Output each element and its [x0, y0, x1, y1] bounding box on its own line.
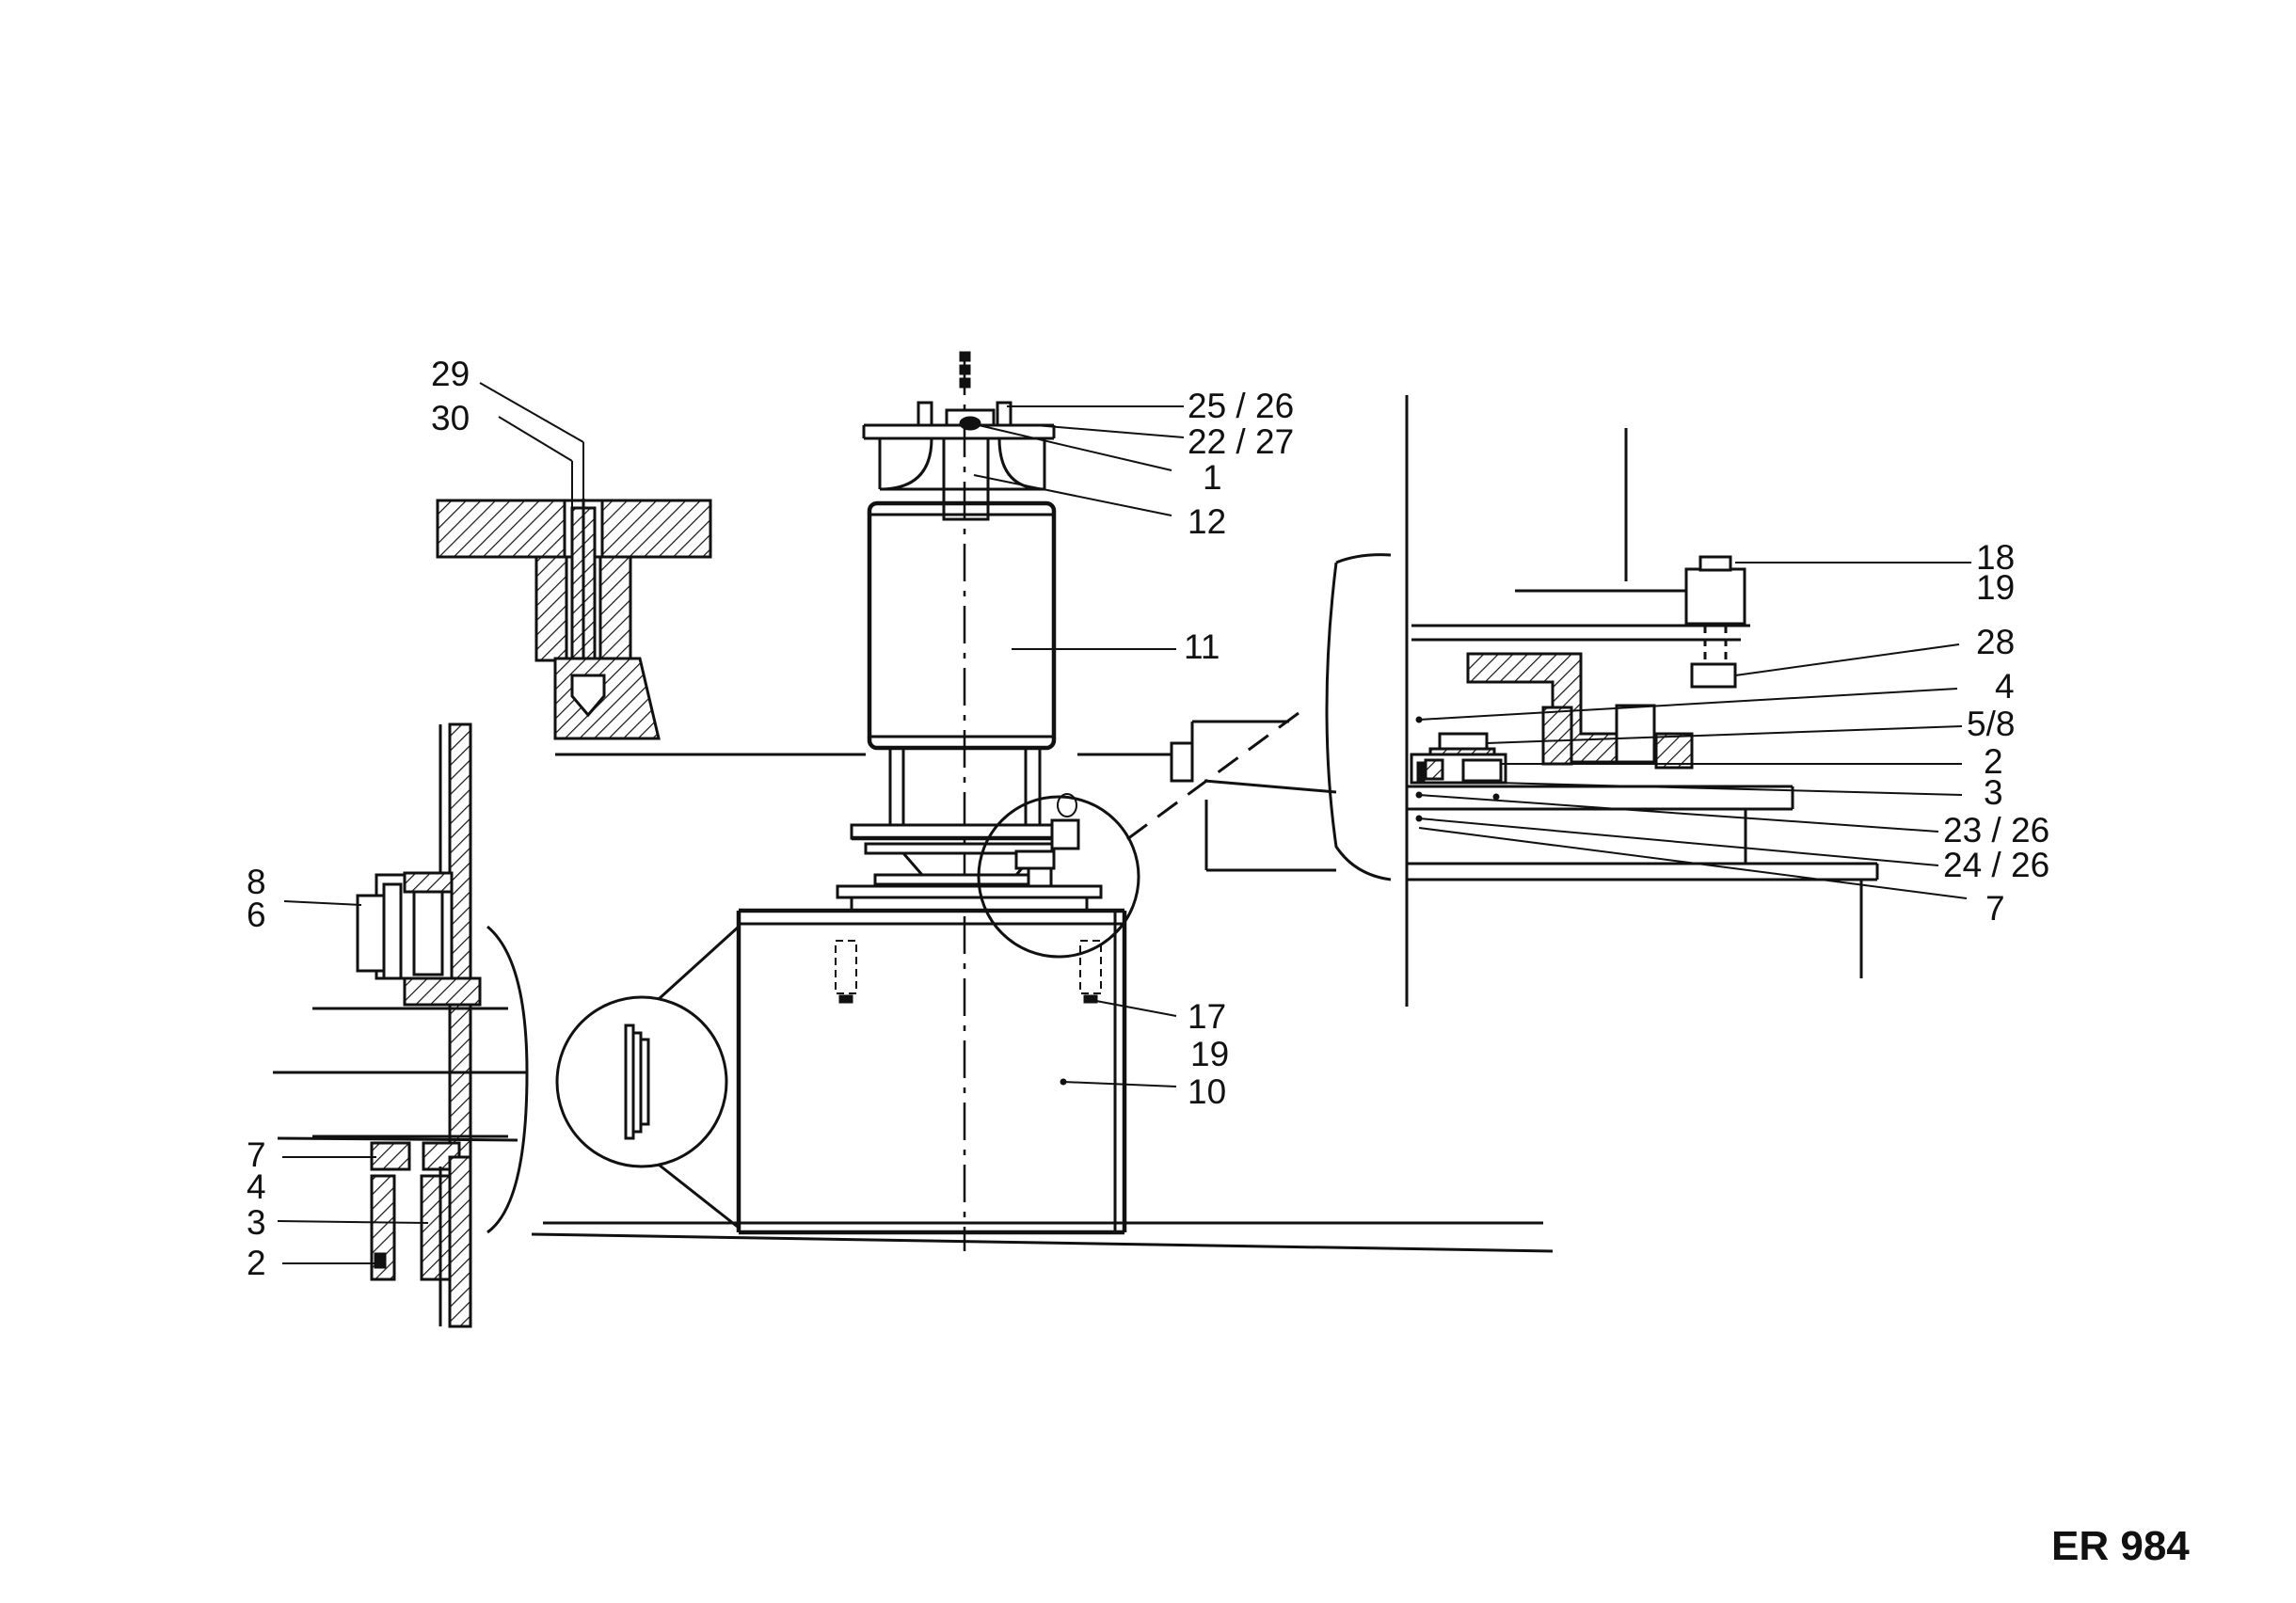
detail-circle-coupling — [977, 795, 1140, 959]
label-3-left: 3 — [247, 1203, 266, 1242]
label-8: 8 — [247, 863, 266, 901]
label-7-left: 7 — [247, 1135, 266, 1174]
central-assembly — [531, 351, 1554, 1253]
label-22-27: 22 / 27 — [1188, 422, 1294, 461]
label-4-left: 4 — [247, 1167, 266, 1206]
detail-circle-wall — [555, 925, 741, 1230]
leader-lines — [277, 382, 1971, 1264]
label-3-right: 3 — [1984, 773, 2003, 812]
motor-housing — [867, 500, 1057, 828]
label-28: 28 — [1976, 623, 2015, 661]
callout-labels: 25 / 26 22 / 27 1 12 11 29 30 18 19 28 4… — [247, 355, 2049, 1282]
label-25-26: 25 / 26 — [1188, 387, 1294, 425]
pump-housing — [736, 908, 1127, 1235]
document-code: ER 984 — [2051, 1523, 2190, 1569]
detail-support-bracket — [1325, 395, 1879, 1007]
label-6: 6 — [247, 896, 266, 934]
coupling-flange — [836, 793, 1103, 913]
label-23-26: 23 / 26 — [1943, 811, 2049, 849]
label-19-center: 19 — [1190, 1035, 1229, 1073]
label-2-right: 2 — [1984, 742, 2003, 781]
label-4-right: 4 — [1995, 667, 2015, 706]
label-2-left: 2 — [247, 1244, 266, 1282]
label-5-8: 5/8 — [1967, 705, 2015, 743]
label-24-26: 24 / 26 — [1943, 846, 2049, 884]
label-29: 29 — [431, 355, 470, 393]
detail-fastener — [436, 499, 712, 740]
detail-wall-seal — [273, 722, 529, 1328]
label-17: 17 — [1188, 997, 1226, 1036]
label-10: 10 — [1188, 1072, 1226, 1111]
label-18: 18 — [1976, 538, 2015, 577]
label-1: 1 — [1203, 458, 1222, 497]
label-7-right: 7 — [1985, 889, 2005, 928]
label-11: 11 — [1184, 627, 1220, 666]
label-19-right: 19 — [1976, 568, 2015, 607]
label-30: 30 — [431, 399, 470, 437]
label-12: 12 — [1188, 502, 1226, 541]
